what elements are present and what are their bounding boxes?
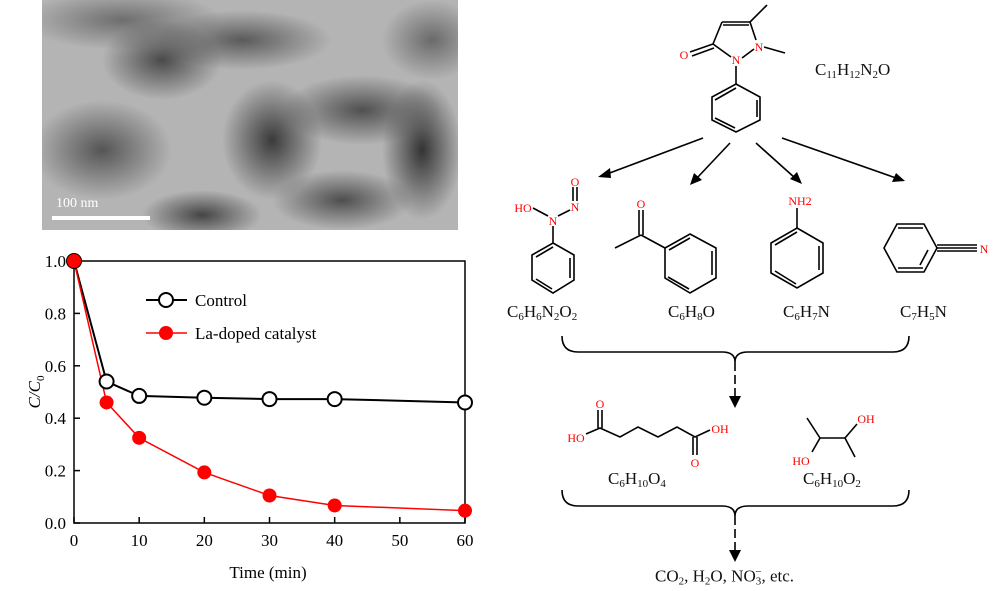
atom-label: OH	[711, 422, 729, 436]
legend-label-la-doped: La-doped catalyst	[195, 324, 317, 343]
brace-1	[561, 335, 910, 363]
x-tick-label: 10	[131, 531, 148, 550]
x-tick-label: 30	[261, 531, 278, 550]
scale-bar	[52, 216, 150, 220]
y-tick-label: 0.8	[45, 304, 66, 323]
atom-label: N	[732, 53, 741, 67]
formula-intermediate-1: C6H10O4	[608, 469, 666, 490]
y-tick-label: 0.2	[45, 462, 66, 481]
y-axis-label: C/C0	[25, 375, 47, 408]
data-point-control	[131, 387, 148, 404]
x-tick-label: 60	[457, 531, 474, 550]
data-point-control	[98, 373, 115, 390]
data-point-la-doped	[197, 465, 212, 480]
formula-product-1: C6H6N2O2	[507, 302, 578, 323]
product-1-molecule	[531, 187, 578, 294]
atom-label: N	[571, 200, 580, 214]
legend: Control La-doped catalyst	[146, 291, 317, 343]
atom-label: HO	[514, 201, 532, 215]
y-tick-label: 0.0	[45, 514, 66, 533]
formula-parent: C11H12N2O	[815, 60, 891, 81]
data-point-la-doped	[458, 503, 472, 518]
atom-label: HO	[567, 431, 585, 445]
arrowheads	[598, 168, 905, 562]
intermediate-2-molecule	[806, 417, 858, 458]
atom-label: N	[980, 242, 989, 256]
data-point-control	[457, 394, 473, 411]
atom-label: N	[549, 214, 558, 228]
x-tick-label: 50	[391, 531, 408, 550]
atom-label: O	[691, 456, 700, 470]
legend-marker-control	[158, 292, 174, 308]
parent-molecule	[689, 4, 786, 133]
atom-label: NH2	[788, 194, 811, 208]
atom-label: HO	[792, 454, 810, 468]
x-axis-label: Time (min)	[229, 563, 306, 582]
brace-2	[561, 489, 910, 517]
intermediate-1-molecule	[585, 410, 711, 455]
data-point-control	[261, 391, 278, 408]
data-point-la-doped	[99, 395, 114, 410]
legend-marker-la-doped	[159, 326, 173, 340]
data-point-control	[196, 389, 213, 406]
atom-label: O	[596, 397, 605, 411]
final-products: CO2, H2O, NO3−, etc.	[655, 566, 795, 588]
atom-label: N	[755, 40, 764, 54]
tem-micrograph: 100 nm	[42, 0, 458, 230]
x-tick-label: 20	[196, 531, 213, 550]
y-tick-label: 1.0	[45, 252, 66, 271]
arrows-to-products	[606, 137, 897, 179]
legend-label-control: Control	[195, 291, 247, 310]
product-3-molecule	[770, 208, 824, 289]
data-point-la-doped	[67, 254, 81, 268]
scale-bar-label: 100 nm	[56, 196, 99, 211]
atom-label: O	[637, 197, 646, 211]
y-tick-label: 0.6	[45, 357, 66, 376]
formula-intermediate-2: C6H10O2	[803, 469, 861, 490]
atom-label: O	[571, 175, 580, 189]
y-tick-label: 0.4	[45, 409, 67, 428]
product-2-molecule	[614, 210, 717, 294]
x-tick-label: 40	[326, 531, 343, 550]
x-tick-label: 0	[70, 531, 79, 550]
series-line-la-doped	[73, 260, 466, 512]
formula-product-2: C6H8O	[668, 302, 715, 323]
product-4-molecule	[883, 223, 977, 273]
formula-product-4: C7H5N	[900, 302, 947, 323]
atom-label: O	[680, 48, 689, 62]
atom-label: OH	[857, 412, 875, 426]
data-point-la-doped	[262, 488, 277, 503]
degradation-chart: 0 10 20 30 40 50 60 0.0 0.2 0.4 0.6 0.8 1.0 Time (mi…	[25, 252, 474, 582]
formula-product-3: C6H7N	[783, 302, 830, 323]
data-point-control	[326, 391, 343, 408]
data-point-la-doped	[327, 498, 342, 513]
data-point-la-doped	[132, 430, 147, 445]
